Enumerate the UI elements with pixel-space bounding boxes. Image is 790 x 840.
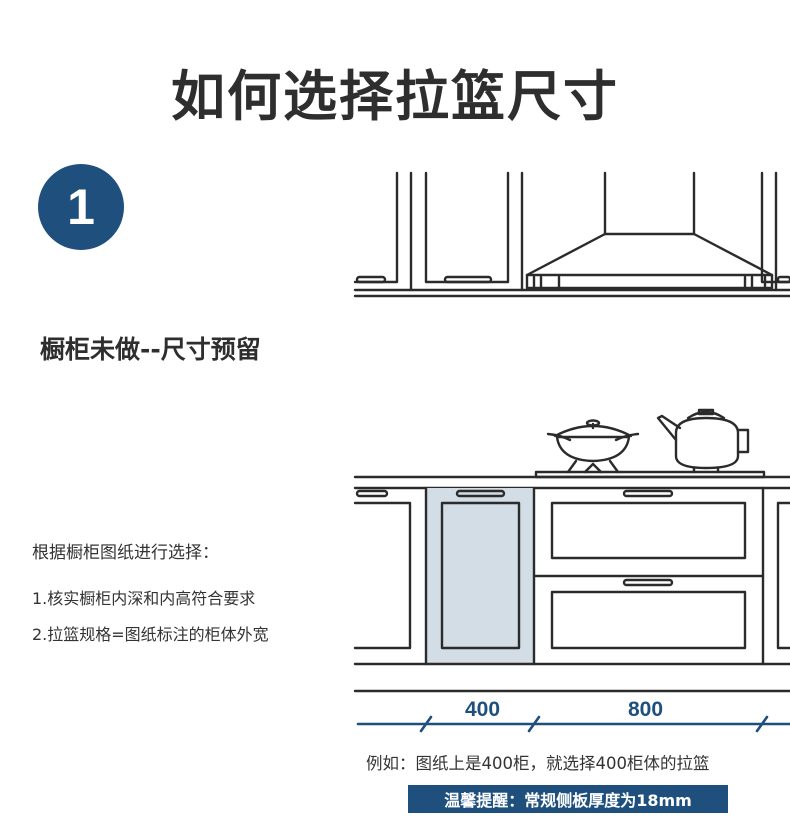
wok <box>546 419 640 474</box>
step-number: 1 <box>67 179 95 235</box>
instruction-item-1: 1.核实橱柜内深和内高符合要求 <box>32 589 256 608</box>
upper-cabinets <box>353 171 790 298</box>
base-cabinets <box>353 486 790 693</box>
step-number-badge: 1 <box>38 164 124 250</box>
instruction-intro: 根据橱柜图纸进行选择： <box>32 543 219 563</box>
dimension-line <box>356 715 790 733</box>
tip-banner: 温馨提醒：常规侧板厚度为18mm <box>408 785 728 813</box>
range-hood <box>525 171 774 290</box>
instruction-item-2: 2.拉篮规格=图纸标注的柜体外宽 <box>32 625 269 644</box>
page-title: 如何选择拉篮尺寸 <box>171 65 619 128</box>
tip-text: 温馨提醒：常规侧板厚度为18mm <box>444 791 692 810</box>
kettle <box>656 408 750 474</box>
highlighted-400-cabinet <box>426 488 534 664</box>
dimension-800-label: 800 <box>628 698 664 721</box>
example-text: 例如：图纸上是400柜，就选择400柜体的拉篮 <box>366 754 710 773</box>
dimension-400-label: 400 <box>465 698 501 721</box>
section-title: 橱柜未做--尺寸预留 <box>40 335 261 364</box>
